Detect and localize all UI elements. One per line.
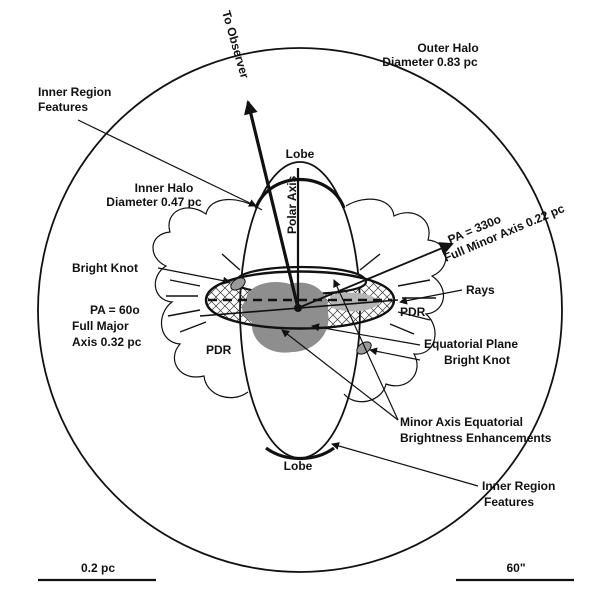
pa60-axis-label: Axis 0.32 pc xyxy=(72,335,142,349)
major-axis-line xyxy=(199,299,399,317)
pa60-label: PA = 60o xyxy=(90,303,140,317)
lobe-bottom-label: Lobe xyxy=(284,459,313,473)
pa330-arrow xyxy=(297,242,454,309)
inner-halo-cloud-right xyxy=(343,198,447,403)
to-observer-label: To Observer xyxy=(219,9,252,80)
rays xyxy=(166,253,436,335)
pa60-major-label: Full Major xyxy=(72,319,129,333)
inner-halo-cloud-left xyxy=(152,198,263,399)
leader-bright-knot-right xyxy=(369,347,421,361)
outer-halo-label: Outer Halo xyxy=(417,41,478,55)
bright-knot-left xyxy=(230,277,246,291)
leader-minor-axis-2 xyxy=(333,279,399,421)
minor-axis-label: Minor Axis Equatorial xyxy=(400,415,523,429)
scale-right-label: 60" xyxy=(506,561,525,575)
inner-halo-label: Inner Halo xyxy=(135,181,194,195)
leader-inner-region-top xyxy=(77,119,257,207)
pdr-right-label: PDR xyxy=(400,305,426,319)
inner-region-bottom-label-2: Features xyxy=(484,495,534,509)
leader-rays xyxy=(399,289,463,305)
lobe-cap-bottom xyxy=(265,446,335,460)
scale-left-label: 0.2 pc xyxy=(81,561,115,575)
equatorial-plane-label: Equatorial Plane xyxy=(424,337,518,351)
rays-label: Rays xyxy=(466,283,495,297)
bright-knot-right-label: Bright Knot xyxy=(444,353,510,367)
inner-region-bottom-label: Inner Region xyxy=(482,479,555,493)
inner-region-top-label: Inner Region xyxy=(38,85,111,99)
leader-bright-knot-left xyxy=(157,267,231,285)
brightness-enhancement-blob xyxy=(242,281,329,353)
polar-axis-label: Polar Axis xyxy=(285,175,299,234)
lobe-top-label: Lobe xyxy=(286,147,315,161)
to-observer-arrow xyxy=(244,100,300,309)
inner-region-top-label-2: Features xyxy=(38,100,88,114)
outer-halo-circle xyxy=(37,47,563,573)
outer-halo-diameter-label: Diameter 0.83 pc xyxy=(382,55,478,69)
inner-halo-diameter-label: Diameter 0.47 pc xyxy=(106,195,202,209)
leader-minor-axis-1 xyxy=(281,329,399,421)
lobe-cap-top xyxy=(254,177,346,209)
bright-knot-left-label: Bright Knot xyxy=(72,261,138,275)
leader-inner-region-bottom xyxy=(331,442,479,487)
leader-equatorial-plane xyxy=(311,323,421,346)
brightness-enhancements-label: Brightness Enhancements xyxy=(400,431,552,445)
pdr-left-label: PDR xyxy=(206,343,232,357)
